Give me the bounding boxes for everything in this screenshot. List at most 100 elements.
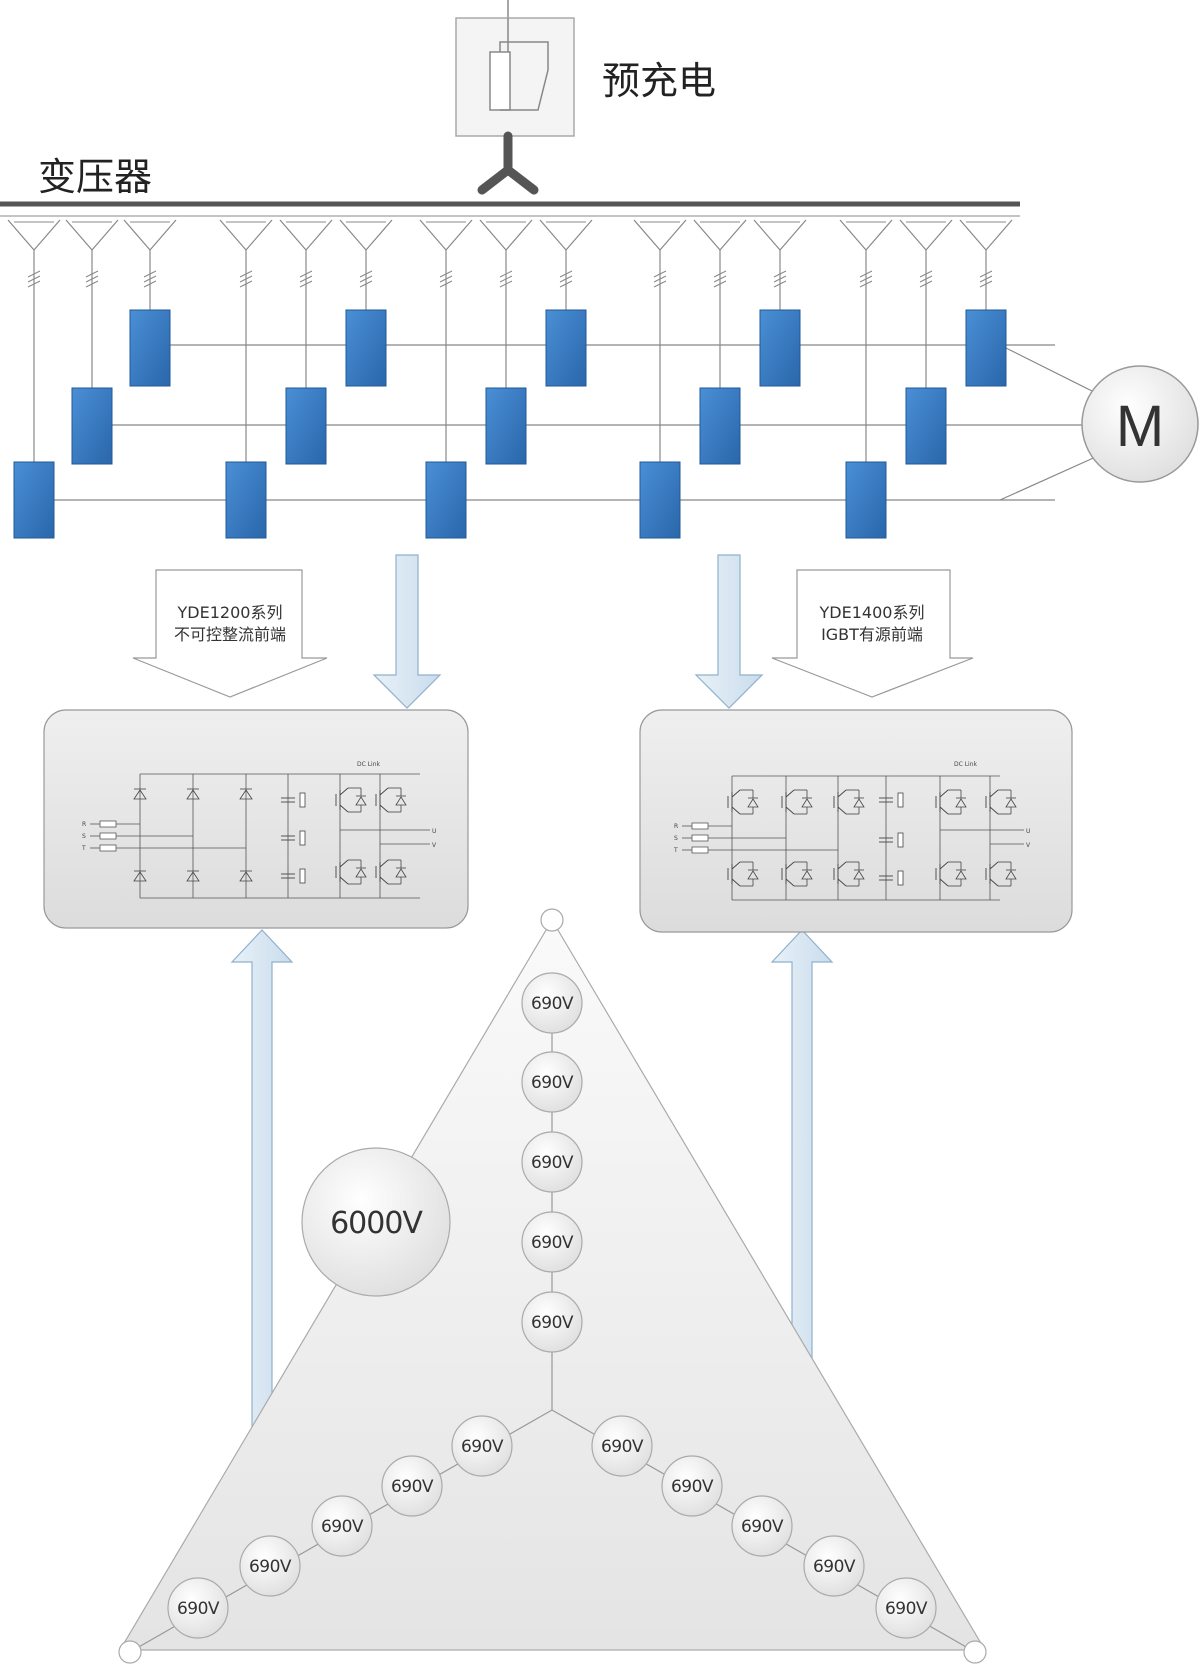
capacitor-icon: [879, 832, 904, 848]
precharge-box: [455, 0, 575, 137]
node-690v-label: 690V: [321, 1517, 364, 1537]
winding-0-1: [65, 219, 119, 388]
node-690v-label: 690V: [531, 1073, 574, 1093]
node-690v: 690V: [381, 1455, 443, 1517]
winding-0-2: [123, 219, 177, 310]
input-label: S: [82, 833, 86, 840]
igbt-icon: [727, 861, 759, 887]
node-690v-label: 690V: [249, 1557, 292, 1577]
igbt-icon: [935, 789, 967, 815]
power-cell: [639, 461, 681, 539]
input-label: T: [673, 847, 678, 854]
power-cell: [129, 309, 171, 387]
winding-3-2: [753, 219, 807, 310]
diode-icon: [186, 870, 200, 882]
igbt-icon: [833, 861, 865, 887]
capacitor-icon: [281, 792, 306, 808]
output-u-label: U: [1026, 828, 1030, 835]
node-690v: 690V: [875, 1577, 937, 1639]
igbt-icon: [375, 859, 407, 885]
input-label: T: [81, 845, 86, 852]
motor-icon: [1081, 365, 1199, 483]
diode-icon: [133, 788, 147, 800]
node-690v: 690V: [731, 1495, 793, 1557]
winding-4-2: [959, 219, 1013, 310]
node-690v: 690V: [311, 1495, 373, 1557]
node-690v: 690V: [521, 1291, 583, 1353]
igbt-icon: [781, 861, 813, 887]
arrow-down-left: [372, 554, 442, 709]
igbt-icon: [985, 861, 1017, 887]
output-v-label: V: [1026, 842, 1031, 849]
input-label: S: [674, 835, 678, 842]
power-cell: [905, 387, 947, 465]
callout-right-line2: IGBT有源前端: [821, 625, 923, 644]
diode-icon: [133, 870, 147, 882]
igbt-icon: [935, 861, 967, 887]
node-690v: 690V: [521, 1211, 583, 1273]
winding-0-0: [7, 219, 61, 462]
power-cell: [425, 461, 467, 539]
node-6000v: 6000V: [301, 1147, 451, 1297]
node-690v: 690V: [803, 1535, 865, 1597]
node-690v-label: 690V: [531, 1313, 574, 1333]
node-690v: 690V: [521, 1051, 583, 1113]
power-cells: [13, 309, 1007, 539]
callout-left-line1: YDE1200系列: [177, 603, 283, 622]
igbt-icon: [727, 789, 759, 815]
secondary-windings: [7, 219, 1013, 462]
triangle-left-vertex: [118, 1640, 142, 1664]
winding-2-0: [419, 219, 473, 462]
node-690v: 690V: [167, 1577, 229, 1639]
igbt-icon: [833, 789, 865, 815]
winding-4-0: [839, 219, 893, 462]
triangle-right-vertex: [963, 1640, 987, 1664]
transformer-label: 变压器: [38, 155, 152, 199]
igbt-icon: [335, 859, 367, 885]
winding-3-1: [693, 219, 747, 388]
igbt-icon: [335, 787, 367, 813]
capacitor-icon: [879, 870, 904, 886]
winding-4-1: [899, 219, 953, 388]
triangle-top-vertex: [540, 908, 564, 932]
output-u-label: U: [432, 828, 436, 835]
power-cell: [285, 387, 327, 465]
node-690v-label: 690V: [177, 1599, 220, 1619]
winding-2-2: [539, 219, 593, 310]
power-cell: [345, 309, 387, 387]
node-690v: 690V: [521, 972, 583, 1034]
igbt-icon: [985, 789, 1017, 815]
node-690v-label: 690V: [531, 1153, 574, 1173]
dc-link-label: DC Link: [954, 761, 978, 768]
node-690v-label: 690V: [531, 994, 574, 1014]
capacitor-icon: [281, 830, 306, 846]
igbt-icon: [781, 789, 813, 815]
precharge-label: 预充电: [602, 59, 716, 103]
power-cell: [485, 387, 527, 465]
winding-1-0: [219, 219, 273, 462]
winding-3-0: [633, 219, 687, 462]
node-690v-label: 690V: [813, 1557, 856, 1577]
node-690v-label: 690V: [531, 1233, 574, 1253]
igbt-icon: [375, 787, 407, 813]
motor: M: [1081, 365, 1199, 483]
node-690v-label: 690V: [671, 1477, 714, 1497]
node-690v: 690V: [591, 1415, 653, 1477]
arrow-down-right: [694, 554, 764, 709]
dc-link-label: DC Link: [357, 761, 381, 768]
input-label: R: [82, 821, 86, 828]
winding-2-1: [479, 219, 533, 388]
power-cell: [545, 309, 587, 387]
node-690v-label: 690V: [601, 1437, 644, 1457]
power-cell: [225, 461, 267, 539]
power-cell: [965, 309, 1007, 387]
callout-right: YDE1400系列 IGBT有源前端: [771, 569, 974, 698]
diode-icon: [239, 870, 253, 882]
capacitor-icon: [281, 868, 306, 884]
power-cell: [845, 461, 887, 539]
